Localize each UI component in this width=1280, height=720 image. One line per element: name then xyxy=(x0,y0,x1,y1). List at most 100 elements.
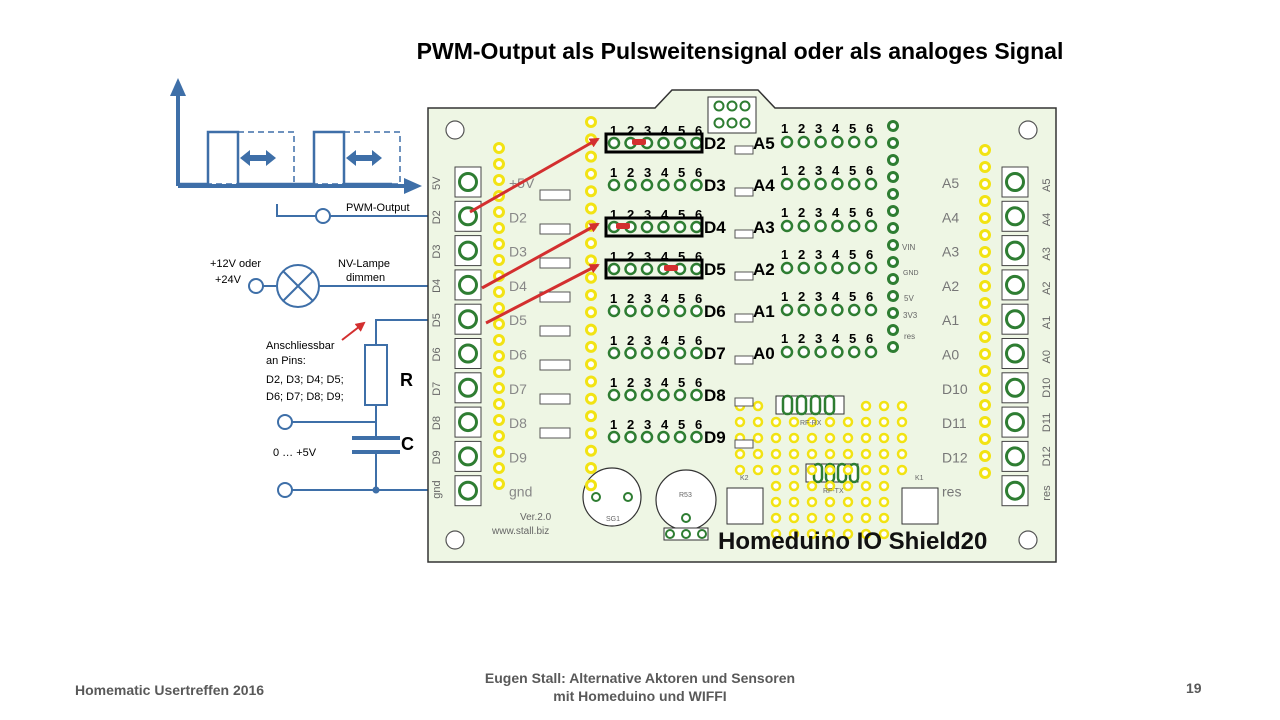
analog-pin xyxy=(847,135,861,149)
highlight-box-d2 xyxy=(604,132,704,154)
pin-number: 6 xyxy=(695,417,702,432)
proto-pad xyxy=(842,416,854,428)
left-terminal-label: D9 xyxy=(431,450,443,464)
row-pin xyxy=(657,178,670,192)
pin-number: 5 xyxy=(849,163,856,178)
header-pin xyxy=(979,365,991,377)
proto-pad xyxy=(770,496,782,508)
pin-number: 1 xyxy=(781,205,788,220)
analog-pin xyxy=(797,303,811,317)
proto-pad xyxy=(770,512,782,524)
proto-pad xyxy=(878,480,890,492)
proto-pad xyxy=(878,432,890,444)
pin-number: 4 xyxy=(661,417,669,432)
pin-number: 6 xyxy=(695,291,702,306)
header-pin xyxy=(493,158,505,170)
pin-number: 5 xyxy=(678,165,685,180)
proto-pad xyxy=(842,464,854,476)
right-inner-label: A3 xyxy=(942,244,959,260)
header-pin xyxy=(585,462,597,474)
row-pin xyxy=(690,178,703,192)
header-pin xyxy=(887,273,899,285)
pin-number: 2 xyxy=(627,333,634,348)
proto-pad xyxy=(734,464,746,476)
row-pin xyxy=(690,346,703,360)
pin-number: 5 xyxy=(678,291,685,306)
footer-author: Eugen Stall: Alternative Aktoren und Sen… xyxy=(440,669,840,705)
pin-number: 4 xyxy=(832,331,840,346)
proto-pad xyxy=(752,464,764,476)
header-pin xyxy=(979,212,991,224)
lamp-circuit xyxy=(248,264,467,308)
row-pin xyxy=(640,262,654,276)
proto-pad xyxy=(860,448,872,460)
header-pin xyxy=(585,167,597,180)
row-pin xyxy=(673,220,687,234)
pin-number: 4 xyxy=(661,375,669,390)
proto-pad xyxy=(788,496,800,508)
resistor-label: R xyxy=(400,370,413,390)
analog-pin xyxy=(797,261,811,275)
proto-pad xyxy=(788,480,800,492)
header-pin xyxy=(979,467,991,479)
row-pin xyxy=(624,430,637,444)
header-pin xyxy=(493,222,505,234)
row-pin xyxy=(607,136,621,150)
pin-number: 6 xyxy=(695,165,702,180)
proto-pad xyxy=(788,528,800,540)
analog-pin xyxy=(814,261,827,275)
header-pin xyxy=(493,254,505,266)
proto-pad xyxy=(806,448,818,460)
header-pin xyxy=(585,116,597,128)
header-pin xyxy=(887,154,899,166)
right-terminal-pad xyxy=(1005,377,1025,398)
row-pin xyxy=(673,178,687,192)
proto-pad xyxy=(878,464,890,476)
right-terminal-label: A1 xyxy=(1041,316,1053,329)
header-pin xyxy=(979,246,991,258)
header-pin xyxy=(585,185,597,198)
header-pin xyxy=(585,392,597,405)
pin-number: 3 xyxy=(815,247,822,262)
header-pin xyxy=(585,410,597,423)
proto-pad xyxy=(896,448,908,460)
header-pin xyxy=(979,178,991,190)
proto-pad xyxy=(824,464,836,476)
pin-number: 4 xyxy=(661,207,669,222)
pin-number: 1 xyxy=(610,375,617,390)
header-pin xyxy=(493,414,505,426)
pin-number: 1 xyxy=(781,163,788,178)
pin-number: 5 xyxy=(678,375,685,390)
row-pin xyxy=(690,262,703,276)
row-pin xyxy=(690,430,703,444)
proto-pad xyxy=(896,400,908,412)
row-pin xyxy=(624,178,637,192)
proto-pad xyxy=(770,448,782,460)
analog-pin xyxy=(831,135,844,149)
analog-pin xyxy=(864,303,878,317)
header-pin xyxy=(585,479,597,492)
pin-number: 1 xyxy=(610,249,617,264)
proto-pad xyxy=(770,416,782,428)
header-pin xyxy=(979,161,991,173)
rf-rx-pin xyxy=(809,394,822,416)
analog-pin xyxy=(864,177,878,191)
pin-number: 3 xyxy=(815,121,822,136)
analog-pin xyxy=(780,345,794,359)
red-arrows xyxy=(469,137,600,325)
pin-number: 1 xyxy=(610,333,617,348)
row-pin xyxy=(607,388,621,402)
highlight-box-d5 xyxy=(604,258,704,280)
header-pin xyxy=(493,302,505,314)
pcb-label-res: res xyxy=(904,332,915,341)
proto-pad xyxy=(806,480,818,492)
row-label-d5: D5 xyxy=(704,260,726,279)
highlight-box-d4 xyxy=(604,216,704,238)
rf-rx-pin xyxy=(823,394,836,416)
left-inner-label: D3 xyxy=(509,244,527,260)
header-pin xyxy=(979,195,991,207)
pin-number: 4 xyxy=(832,289,840,304)
voltage-range-label: 0 … +5V xyxy=(273,447,317,459)
analog-pin xyxy=(797,135,811,149)
pin-number: 3 xyxy=(644,417,651,432)
